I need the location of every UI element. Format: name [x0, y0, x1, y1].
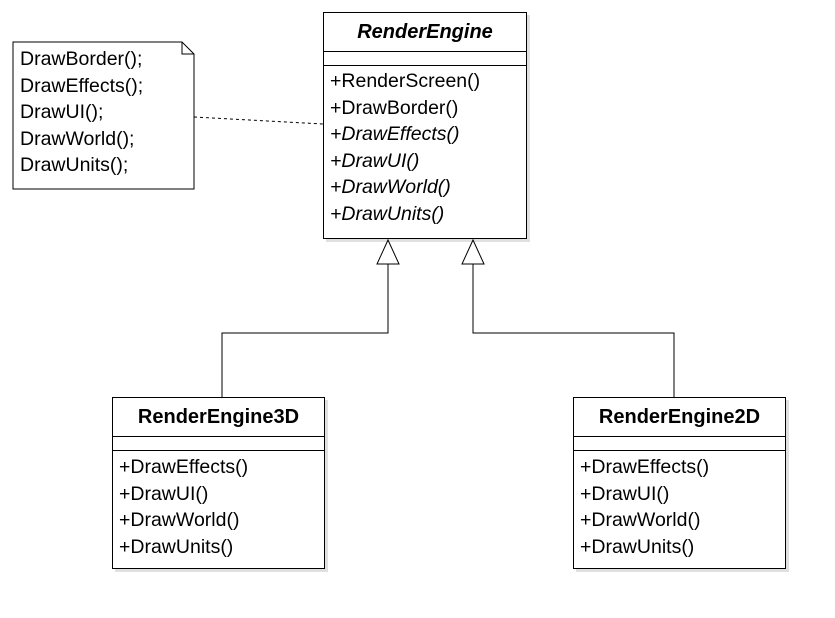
note-line: DrawWorld();	[20, 127, 135, 150]
note-line: DrawUnits();	[20, 154, 129, 176]
generalization-2d-arrowhead	[461, 238, 485, 265]
operation: +DrawBorder()	[330, 96, 459, 119]
operations-compartment: +DrawEffects() +DrawUI() +DrawWorld() +D…	[574, 451, 785, 560]
class-name: RenderEngine2D	[574, 398, 785, 437]
note-shape	[12, 41, 195, 190]
abstract-operation: +DrawEffects()	[330, 123, 460, 145]
operations-compartment: +RenderScreen() +DrawBorder() +DrawEffec…	[324, 66, 526, 227]
note[interactable]: DrawBorder(); DrawEffects(); DrawUI(); D…	[13, 42, 194, 189]
abstract-operation: +DrawWorld()	[330, 176, 451, 198]
note-text: DrawBorder(); DrawEffects(); DrawUI(); D…	[20, 46, 143, 179]
attributes-compartment	[574, 437, 785, 451]
operation: +DrawUI()	[119, 482, 209, 505]
generalization-2d-edge	[472, 264, 675, 397]
class-render-engine-3d[interactable]: RenderEngine3D +DrawEffects() +DrawUI() …	[112, 397, 325, 569]
class-name: RenderEngine	[324, 13, 526, 52]
operation: +RenderScreen()	[330, 70, 481, 92]
attributes-compartment	[324, 52, 526, 66]
operation: +DrawUI()	[580, 482, 670, 505]
operations-compartment: +DrawEffects() +DrawUI() +DrawWorld() +D…	[113, 451, 324, 560]
operation: +DrawWorld()	[580, 509, 701, 531]
operation: +DrawEffects()	[580, 456, 710, 478]
note-line: DrawEffects();	[20, 74, 144, 97]
generalization-3d-edge	[221, 264, 389, 397]
class-render-engine[interactable]: RenderEngine +RenderScreen() +DrawBorder…	[323, 12, 527, 239]
generalization-3d-arrowhead	[376, 238, 400, 265]
operation: +DrawWorld()	[119, 509, 240, 531]
abstract-operation: +DrawUnits()	[330, 202, 445, 225]
note-line: DrawBorder();	[20, 48, 143, 70]
operation: +DrawUnits()	[580, 535, 695, 558]
operation: +DrawUnits()	[119, 535, 234, 558]
operation: +DrawEffects()	[119, 456, 249, 478]
abstract-operation: +DrawUI()	[330, 149, 420, 172]
note-line: DrawUI();	[20, 101, 104, 123]
class-name: RenderEngine3D	[113, 398, 324, 437]
class-render-engine-2d[interactable]: RenderEngine2D +DrawEffects() +DrawUI() …	[573, 397, 786, 569]
attributes-compartment	[113, 437, 324, 451]
note-connector	[193, 116, 324, 125]
